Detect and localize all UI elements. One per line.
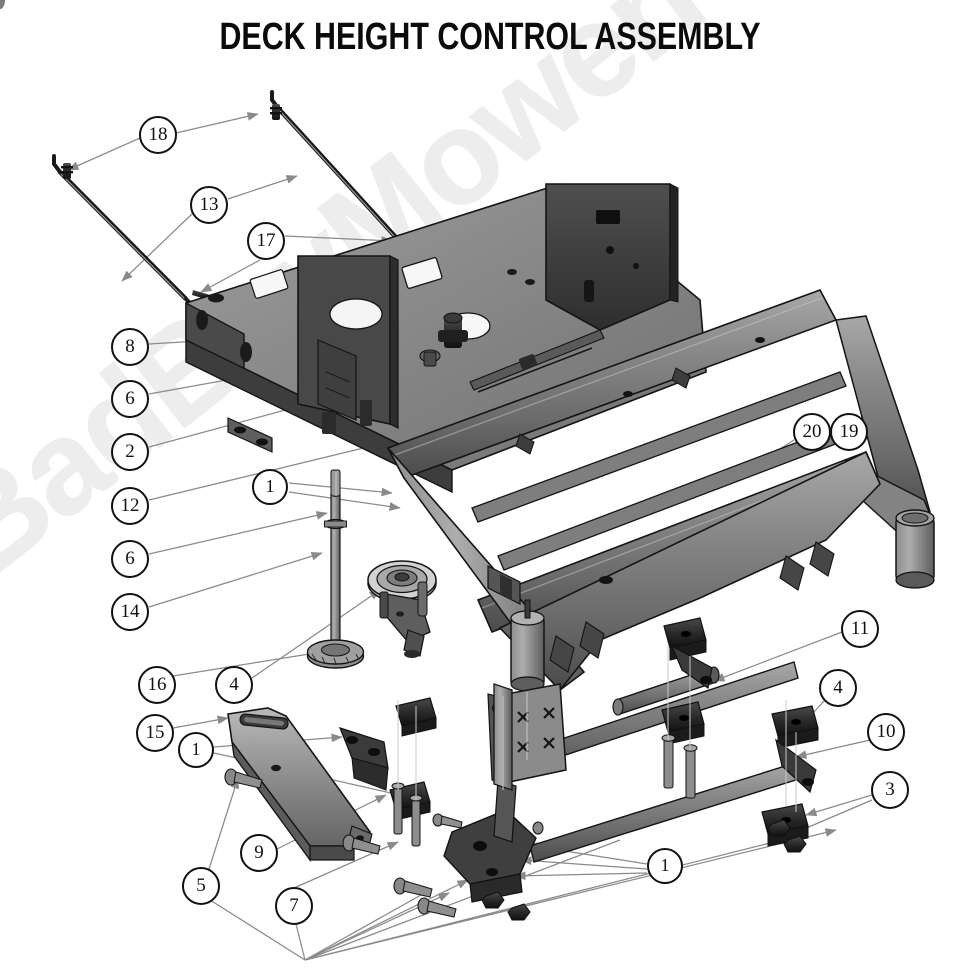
callout-label: 17	[256, 229, 276, 251]
callout-label: 8	[125, 335, 135, 357]
callout-10[interactable]: 10	[867, 713, 905, 751]
callout-label: 1	[660, 855, 670, 875]
tensioner-pulley-assembly	[367, 560, 437, 658]
alignment-guides	[335, 472, 797, 812]
clip-part-18	[61, 104, 282, 179]
callout-label: 1	[191, 739, 201, 759]
callout-19[interactable]: 19	[830, 413, 868, 451]
frame-end-hub	[895, 509, 935, 589]
callout-label: 2	[125, 440, 135, 462]
callout-label: 20	[802, 420, 822, 442]
callout-1-center[interactable]: 1	[647, 848, 683, 884]
callout-label: 4	[833, 676, 843, 698]
callout-label: 6	[125, 387, 135, 409]
callout-label: 3	[885, 778, 895, 800]
main-frame	[386, 289, 935, 692]
callout-4-right[interactable]: 4	[819, 669, 857, 707]
height-adjuster-rod	[306, 491, 365, 669]
callout-7[interactable]: 7	[275, 887, 313, 925]
spring-cylinder	[510, 599, 545, 692]
deck-lift-arm	[227, 707, 373, 862]
callout-12[interactable]: 12	[111, 487, 149, 525]
callout-5[interactable]: 5	[182, 867, 220, 905]
fasteners	[224, 469, 807, 921]
callout-label: 11	[850, 617, 870, 639]
callout-9[interactable]: 9	[240, 834, 278, 872]
callout-label: 15	[145, 721, 165, 743]
callout-label: 4	[229, 673, 239, 695]
callout-label: 18	[148, 123, 168, 145]
callout-label: 5	[196, 874, 206, 896]
callout-label: 1	[265, 476, 275, 496]
callout-label: 19	[839, 420, 859, 442]
leader-lines	[67, 112, 873, 889]
callout-17[interactable]: 17	[247, 222, 285, 260]
callout-13[interactable]: 13	[190, 186, 228, 224]
callout-11[interactable]: 11	[841, 610, 879, 648]
callout-label: 13	[199, 193, 219, 215]
callout-6-lower[interactable]: 6	[111, 540, 149, 578]
callout-14[interactable]: 14	[111, 593, 149, 631]
callout-20[interactable]: 20	[793, 413, 831, 451]
callout-6-upper[interactable]: 6	[111, 380, 149, 418]
page-title: DECK HEIGHT CONTROL ASSEMBLY	[219, 16, 761, 58]
callout-label: 16	[147, 673, 167, 695]
callout-8[interactable]: 8	[111, 328, 149, 366]
callout-3[interactable]: 3	[871, 771, 909, 809]
callout-label: 12	[120, 494, 140, 516]
leader-polylines	[209, 839, 621, 961]
callout-label: 14	[120, 600, 140, 622]
callout-label: 10	[876, 720, 896, 742]
callout-18[interactable]: 18	[139, 116, 177, 154]
callout-1-left[interactable]: 1	[178, 732, 214, 768]
linkage-rod-lower	[52, 154, 194, 307]
leader-lines-lower	[304, 828, 837, 961]
linkage-rod-upper	[270, 90, 410, 252]
callout-4-left[interactable]: 4	[215, 666, 253, 704]
callout-label: 9	[254, 841, 264, 863]
deck-pivot-hub	[419, 312, 468, 367]
callout-2[interactable]: 2	[111, 433, 149, 471]
callout-1-upper[interactable]: 1	[252, 469, 288, 505]
callout-label: 7	[289, 894, 299, 916]
callout-15[interactable]: 15	[136, 714, 174, 752]
callout-label: 6	[125, 547, 135, 569]
callout-16[interactable]: 16	[138, 666, 176, 704]
